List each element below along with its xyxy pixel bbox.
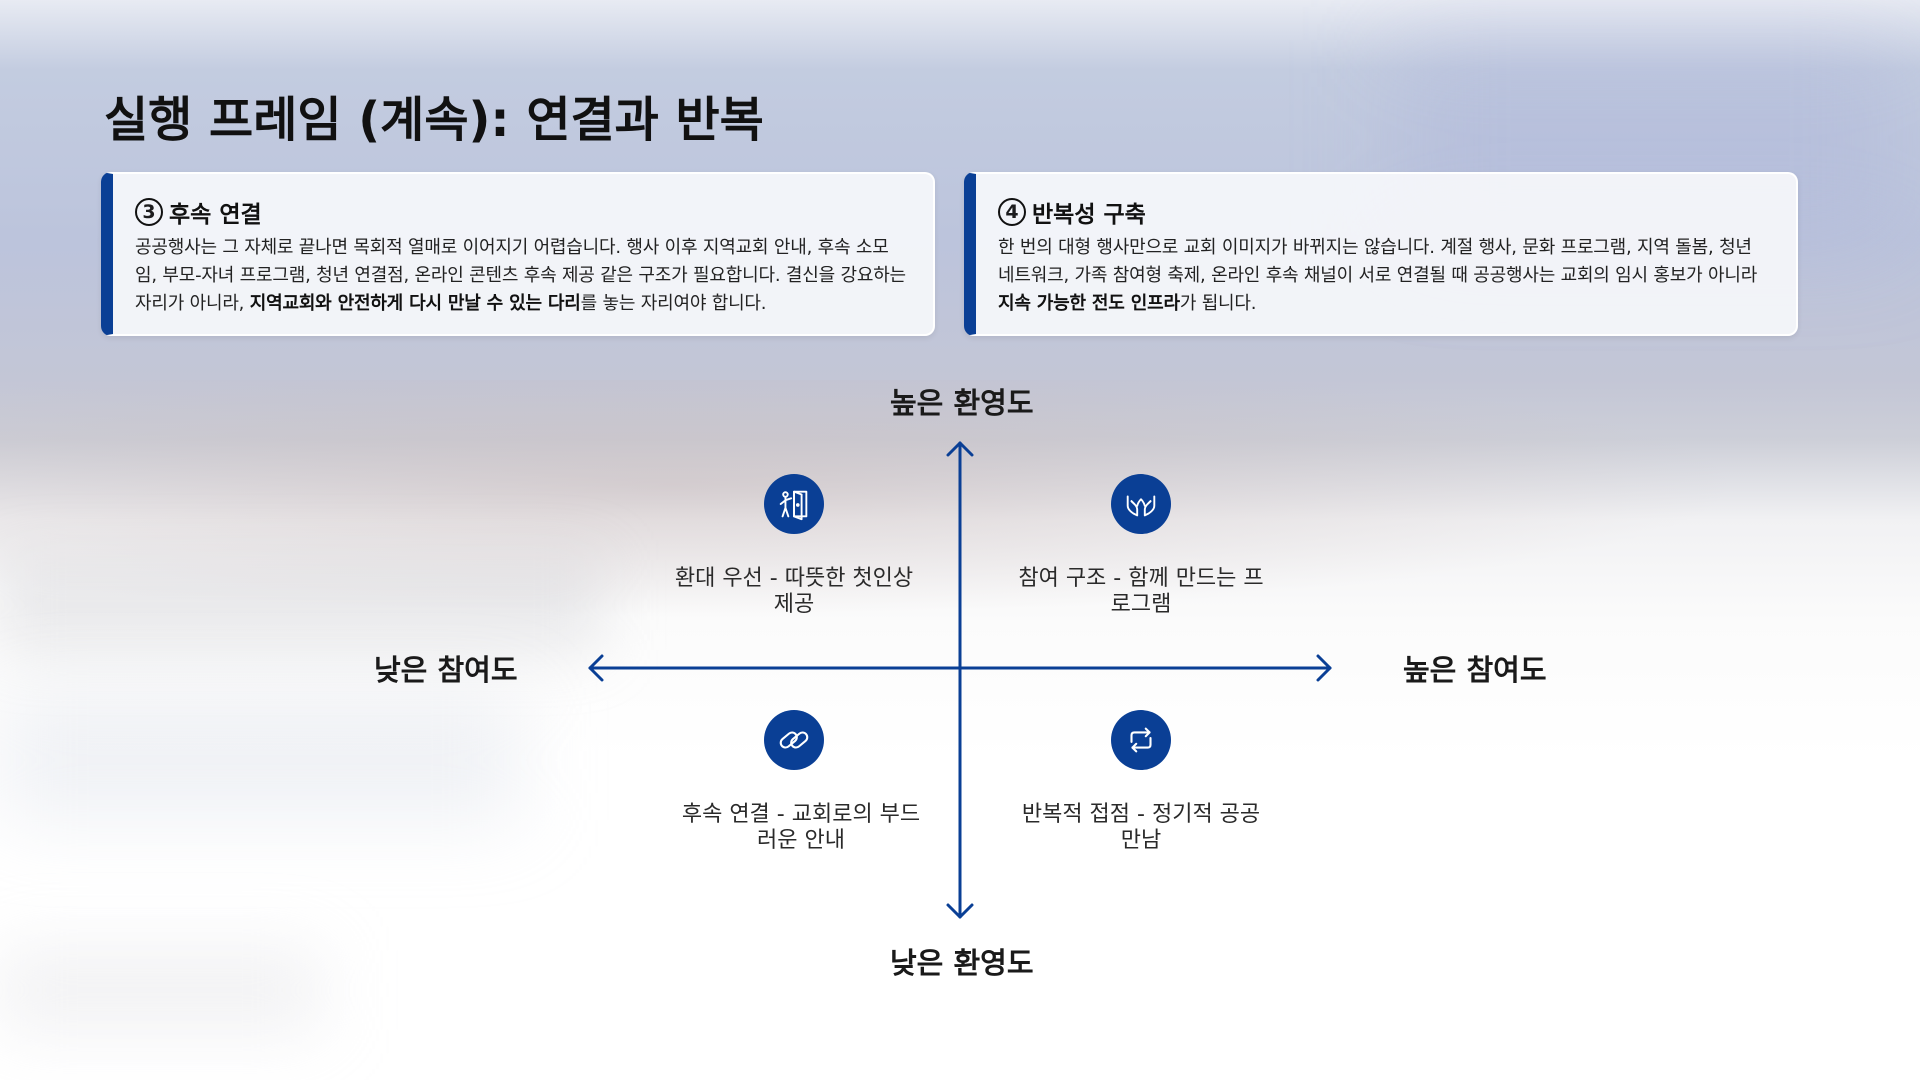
card-body-text-end: 를 놓는 자리여야 합니다. — [580, 293, 767, 314]
arrow-up — [946, 441, 974, 457]
background-blur — [0, 560, 600, 650]
background-blur — [0, 700, 520, 820]
card-title: 후속 연결 — [169, 202, 262, 228]
card-body-emphasis: 지역교회와 안전하게 다시 만날 수 있는 다리 — [249, 293, 581, 314]
quadrant-text-participation: 참여 구조 - 함께 만드는 프로그램 — [1018, 566, 1264, 617]
card-follow-up: 3 후속 연결 공공행사는 그 자체로 끝나면 목회적 열매로 이어지기 어렵습… — [101, 172, 935, 336]
open-hands-icon — [1111, 474, 1171, 534]
card-header: 4 반복성 구축 — [998, 194, 1770, 230]
arrow-left — [588, 654, 604, 682]
arrow-down — [946, 903, 974, 919]
repeat-icon — [1111, 710, 1171, 770]
page-title: 실행 프레임 (계속): 연결과 반복 — [104, 92, 764, 148]
link-icon — [764, 710, 824, 770]
axis-label-low-welcome: 낮은 환영도 — [890, 946, 1034, 980]
card-body-text: 한 번의 대형 행사만으로 교회 이미지가 바뀌지는 않습니다. 계절 행사, … — [998, 237, 1758, 286]
card-body: 공공행사는 그 자체로 끝나면 목회적 열매로 이어지기 어렵습니다. 행사 이… — [135, 234, 907, 318]
card-title: 반복성 구축 — [1032, 202, 1146, 228]
quadrant-text-follow-up: 후속 연결 - 교회로의 부드러운 안내 — [681, 802, 921, 853]
card-body-text-end: 가 됩니다. — [1179, 293, 1257, 314]
arrow-right — [1316, 654, 1332, 682]
open-door-icon — [764, 474, 824, 534]
axis-label-low-participation: 낮은 참여도 — [374, 653, 518, 687]
card-repetition: 4 반복성 구축 한 번의 대형 행사만으로 교회 이미지가 바뀌지는 않습니다… — [964, 172, 1798, 336]
card-number: 3 — [135, 198, 163, 226]
quadrant-text-hospitality: 환대 우선 - 따뜻한 첫인상 제공 — [674, 566, 914, 617]
quadrant-text-repetition: 반복적 접점 - 정기적 공공 만남 — [1021, 802, 1261, 853]
axis-label-high-welcome: 높은 환영도 — [890, 386, 1034, 420]
card-body-text: 공공행사는 그 자체로 끝나면 목회적 열매로 이어지기 어렵습니다. 행사 이… — [135, 237, 906, 314]
card-body: 한 번의 대형 행사만으로 교회 이미지가 바뀌지는 않습니다. 계절 행사, … — [998, 234, 1770, 318]
background-blur — [0, 950, 320, 1030]
card-number: 4 — [998, 198, 1026, 226]
card-body-emphasis: 지속 가능한 전도 인프라 — [998, 293, 1180, 314]
axis-label-high-participation: 높은 참여도 — [1403, 653, 1547, 687]
card-header: 3 후속 연결 — [135, 194, 907, 230]
